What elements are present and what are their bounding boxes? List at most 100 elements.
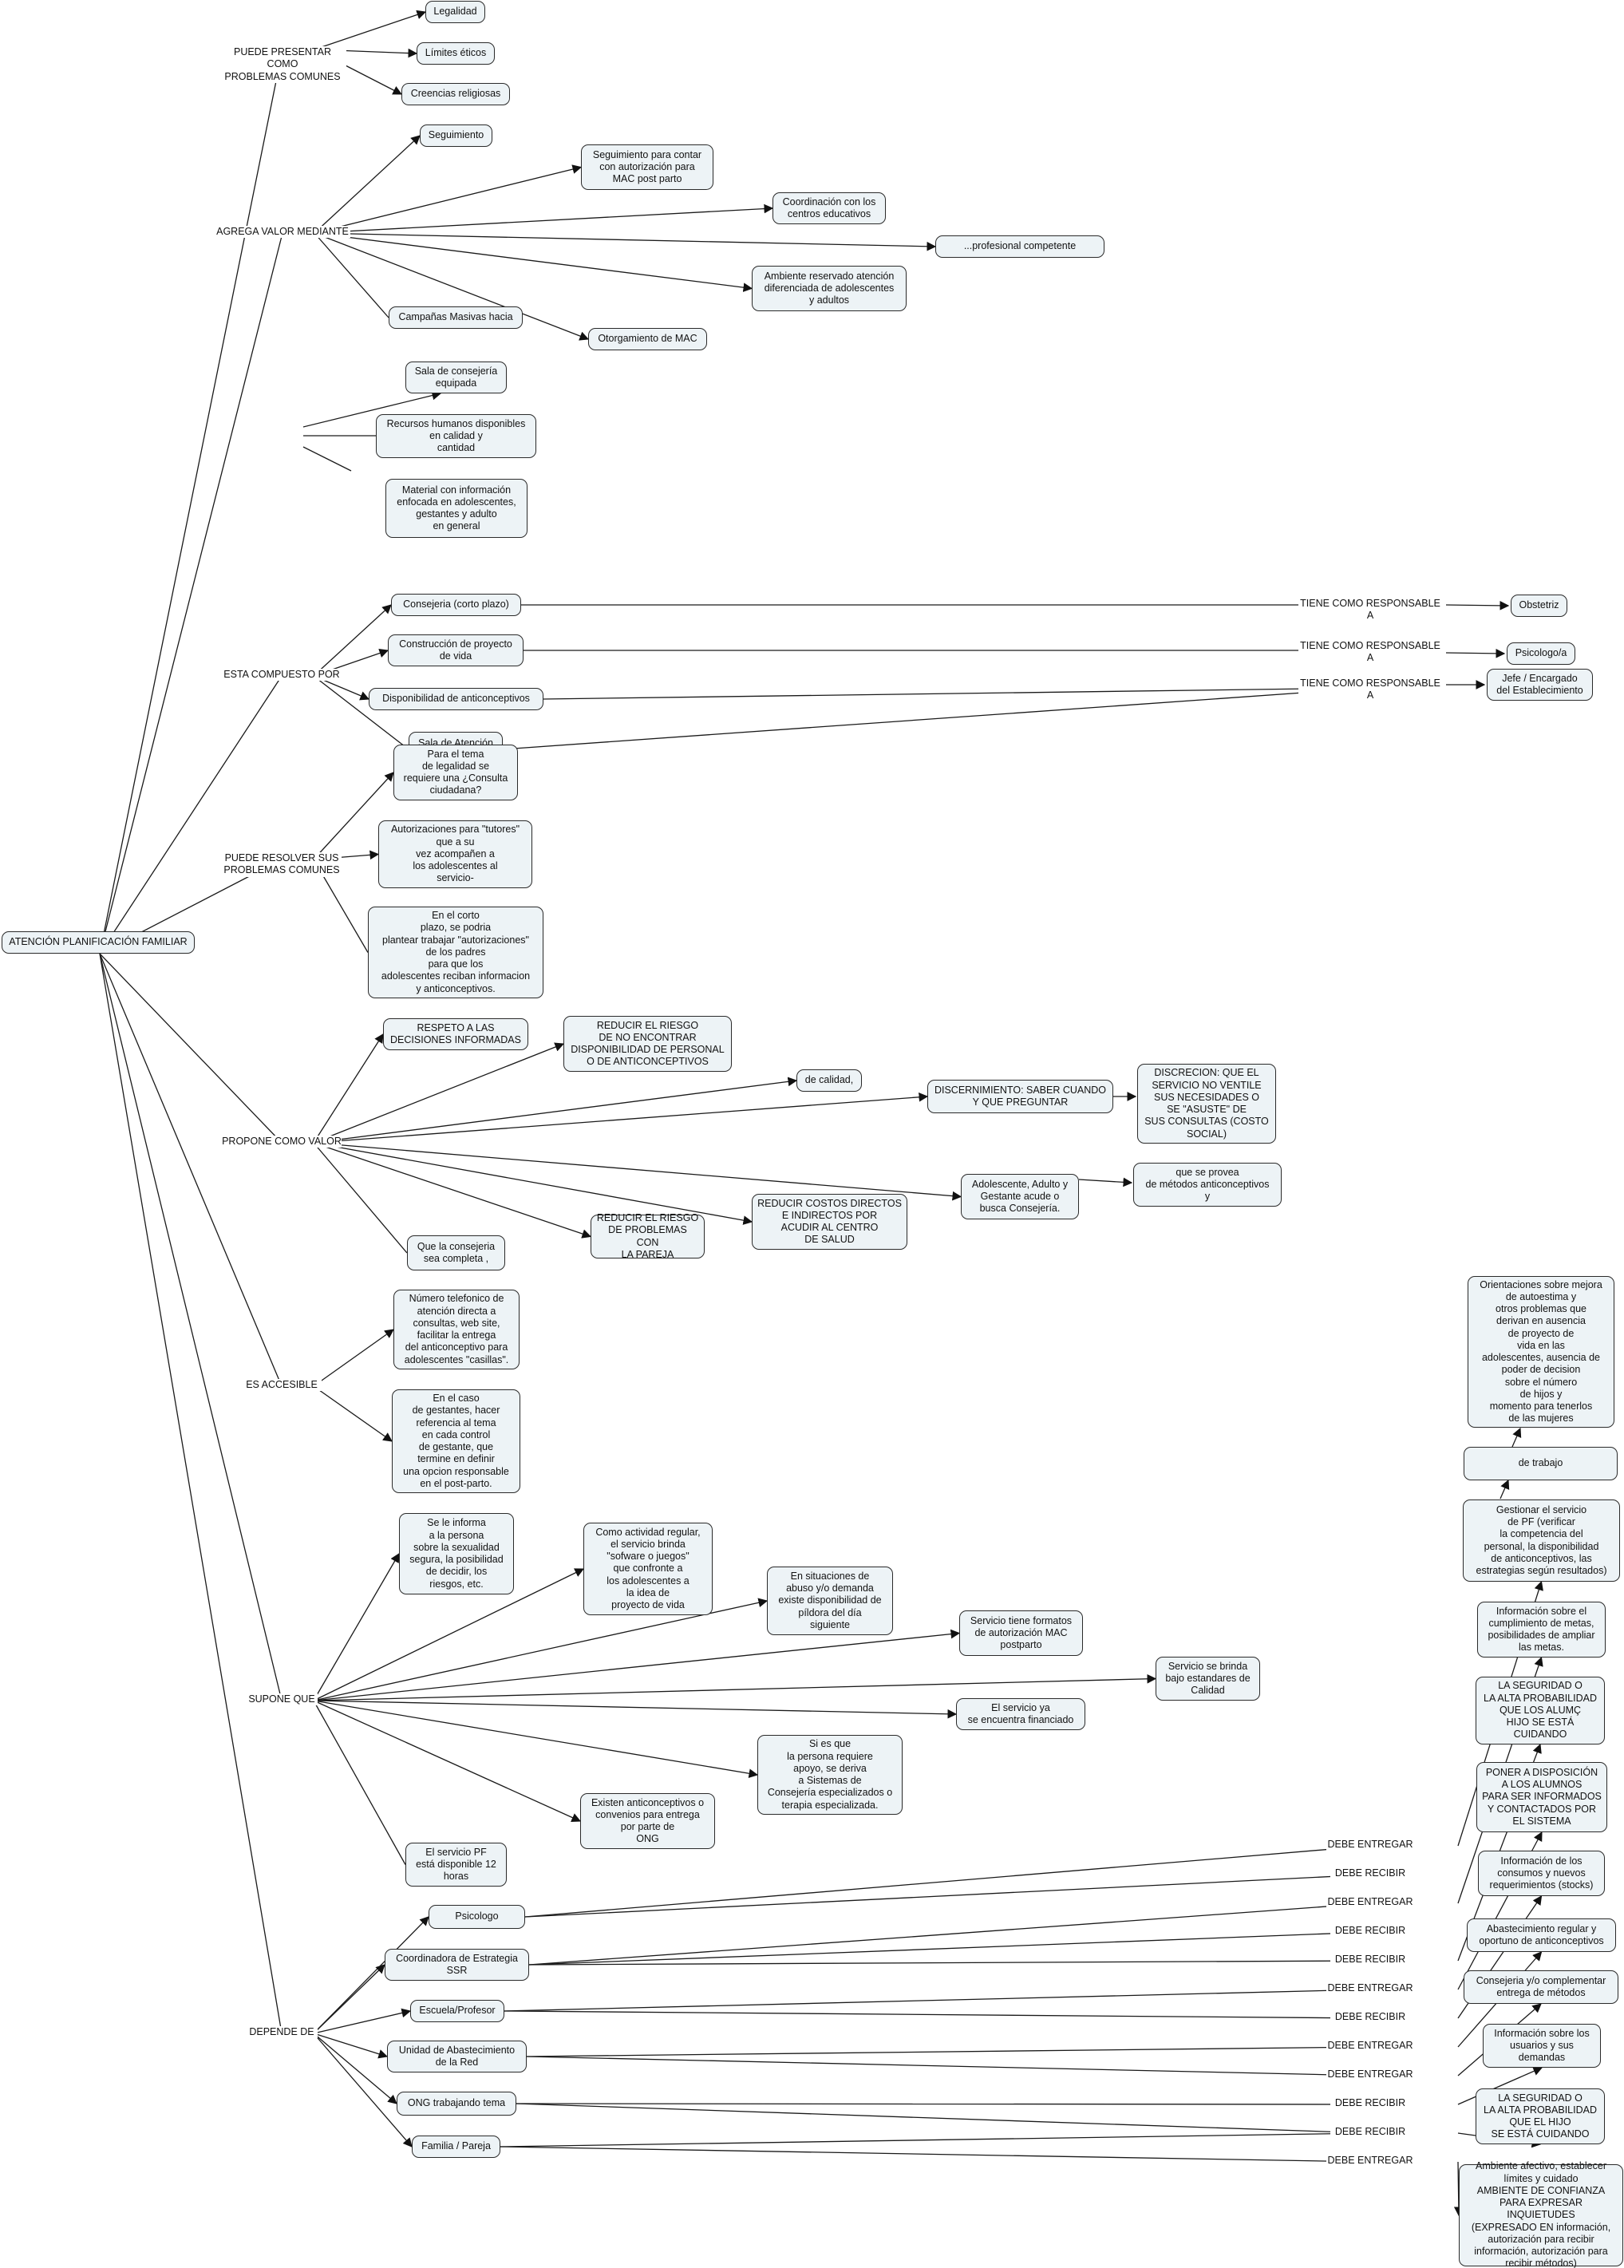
concept-adolescente-acude[interactable]: Adolescente, Adulto y Gestante acude o b… <box>961 1174 1079 1219</box>
concept-coordinadora[interactable]: Coordinadora de Estrategia SSR <box>385 1949 529 1981</box>
link-propone-valor: PROPONE COMO VALOR <box>222 1136 342 1148</box>
concept-profesional[interactable]: ...profesional competente <box>935 235 1104 258</box>
link-to-consejeria <box>313 604 392 677</box>
concept-numero-tel[interactable]: Número telefonico de atención directa a … <box>393 1290 520 1369</box>
link-to-familia <box>313 2033 413 2147</box>
concept-limites[interactable]: Límites éticos <box>417 42 495 65</box>
root-connector <box>99 49 283 954</box>
concept-seg-mac[interactable]: Seguimiento para contar con autorización… <box>581 144 713 190</box>
concept-abastecimiento[interactable]: Abastecimiento regular y oportuno de ant… <box>1467 1918 1616 1952</box>
concept-material[interactable]: Material con información enfocada en ado… <box>385 479 528 538</box>
root-connector <box>99 953 283 2034</box>
concept-consejeria-completa[interactable]: Que la consejeria sea completa , <box>407 1235 505 1270</box>
concept-seguimiento[interactable]: Seguimiento <box>420 124 492 147</box>
root-connector <box>99 675 283 954</box>
link-to-reducir_pareja <box>313 1142 592 1239</box>
to-afectivo <box>1453 2161 1464 2217</box>
concept-reducir-riesgo[interactable]: REDUCIR EL RIESGO DE NO ENCONTRAR DISPON… <box>563 1016 732 1072</box>
to-de-trabajo <box>1500 1479 1510 1499</box>
concept-unidad[interactable]: Unidad de Abastecimiento de la Red <box>387 2041 527 2072</box>
concept-sala-cons[interactable]: Sala de consejería equipada <box>405 362 507 393</box>
concept-gestantes[interactable]: En el caso de gestantes, hacer referenci… <box>392 1389 520 1493</box>
concept-legalidad[interactable]: Legalidad <box>425 1 485 23</box>
concept-text: Legalidad <box>433 6 477 18</box>
concept-psicologa[interactable]: Psicologo/a <box>1507 642 1575 665</box>
concept-text: Información sobre los usuarios y sus dem… <box>1494 2027 1590 2064</box>
concept-orientaciones[interactable]: Orientaciones sobre mejora de autoestima… <box>1468 1276 1614 1428</box>
concept-gestionar[interactable]: Gestionar el servicio de PF (verificar l… <box>1463 1499 1620 1582</box>
concept-campanas[interactable]: Campañas Masivas hacia <box>389 306 523 329</box>
concept-construccion[interactable]: Construcción de proyecto de vida <box>388 634 524 666</box>
concept-consejeria[interactable]: Consejeria (corto plazo) <box>391 594 521 616</box>
concept-info-usuarios[interactable]: Información sobre los usuarios y sus dem… <box>1483 2024 1601 2068</box>
link-to-formatos <box>313 1629 961 1701</box>
concept-provea[interactable]: que se provea de métodos anticonceptivos… <box>1133 1163 1282 1207</box>
concept-reducir-costos[interactable]: REDUCIR COSTOS DIRECTOS E INDIRECTOS POR… <box>752 1194 907 1250</box>
concept-formatos[interactable]: Servicio tiene formatos de autorización … <box>959 1610 1083 1656</box>
concept-abuso[interactable]: En situaciones de abuso y/o demanda exis… <box>767 1567 893 1635</box>
link-debe-entregar: DEBE ENTREGAR <box>1326 1896 1414 1909</box>
concept-text: de calidad, <box>804 1074 854 1086</box>
concept-discernimiento[interactable]: DISCERNIMIENTO: SABER CUANDO Y QUE PREGU… <box>927 1080 1113 1113</box>
concept-otorgamiento[interactable]: Otorgamiento de MAC <box>588 328 707 350</box>
concept-disponible12[interactable]: El servicio PF está disponible 12 horas <box>405 1843 507 1887</box>
concept-ambiente[interactable]: Ambiente reservado atención diferenciada… <box>752 266 907 311</box>
link-to-convenios <box>313 1700 582 1822</box>
concept-text: Otorgamiento de MAC <box>598 333 697 345</box>
link-to-coordinacion <box>314 203 774 234</box>
concept-de-trabajo[interactable]: de trabajo <box>1464 1447 1618 1480</box>
link-to-discernimiento <box>313 1092 929 1144</box>
concept-text: Abastecimiento regular y oportuno de ant… <box>1479 1922 1604 1946</box>
concept-text: Gestionar el servicio de PF (verificar l… <box>1476 1503 1607 1576</box>
concept-text: Número telefonico de atención directa a … <box>404 1293 509 1365</box>
link-to-abuso <box>313 1598 769 1701</box>
concept-text: Autorizaciones para "tutores" que a su v… <box>390 824 520 884</box>
concept-afectivo[interactable]: Ambiente afectivo, establecer límites y … <box>1459 2160 1623 2268</box>
concept-convenios[interactable]: Existen anticonceptivos o convenios para… <box>580 1793 715 1849</box>
concept-legal-tema[interactable]: Para el tema de legalidad se requiere un… <box>393 745 518 800</box>
concept-seguridad-alumno[interactable]: LA SEGURIDAD O LA ALTA PROBABILIDAD QUE … <box>1476 1677 1605 1744</box>
concept-root[interactable]: ATENCIÓN PLANIFICACIÓN FAMILIAR <box>2 931 195 954</box>
link-debe-recibir: DEBE RECIBIR <box>1330 2011 1410 2024</box>
concept-actividad[interactable]: Como actividad regular, el servicio brin… <box>583 1523 713 1615</box>
concept-text: Obstetriz <box>1519 599 1559 611</box>
concept-corto-plazo[interactable]: En el corto plazo, se podria plantear tr… <box>368 907 543 998</box>
disponibilidad-to-responsable <box>543 687 1371 700</box>
link-debe-recibir: DEBE RECIBIR <box>1330 1867 1410 1880</box>
concept-psicologo[interactable]: Psicologo <box>429 1905 525 1929</box>
concept-text: Campañas Masivas hacia <box>398 311 513 323</box>
concept-poner-disposicion[interactable]: PONER A DISPOSICIÓN A LOS ALUMNOS PARA S… <box>1476 1762 1607 1832</box>
concept-disponibilidad[interactable]: Disponibilidad de anticonceptivos <box>369 688 543 710</box>
concept-complementar[interactable]: Consejeria y/o complementar entrega de m… <box>1464 1970 1618 2004</box>
concept-autorizaciones[interactable]: Autorizaciones para "tutores" que a su v… <box>378 820 532 888</box>
concept-consumos[interactable]: Información de los consumos y nuevos req… <box>1478 1851 1605 1896</box>
concept-creencias[interactable]: Creencias religiosas <box>401 83 510 105</box>
concept-respeto[interactable]: RESPETO A LAS DECISIONES INFORMADAS <box>383 1018 528 1050</box>
concept-discrecion[interactable]: DISCRECION: QUE EL SERVICIO NO VENTILE S… <box>1137 1064 1276 1144</box>
link-responsable-psicologo: TIENE COMO RESPONSABLE A <box>1298 640 1442 665</box>
concept-obstetriz[interactable]: Obstetriz <box>1511 595 1567 617</box>
depende-wire <box>528 1931 1371 1966</box>
concept-text: Ambiente afectivo, establecer límites y … <box>1471 2160 1611 2268</box>
link-to-reducir_riesgo <box>313 1042 565 1144</box>
concept-financiado[interactable]: El servicio ya se encuentra financiado <box>956 1698 1085 1730</box>
concept-jefe[interactable]: Jefe / Encargado del Establecimiento <box>1487 669 1593 701</box>
concept-estandares[interactable]: Servicio se brinda bajo estandares de Ca… <box>1156 1657 1260 1701</box>
concept-ong[interactable]: ONG trabajando tema <box>397 2092 516 2116</box>
concept-recursos[interactable]: Recursos humanos disponibles en calidad … <box>376 414 536 458</box>
concept-coordinacion[interactable]: Coordinación con los centros educativos <box>772 192 886 224</box>
concept-text: Psicologo/a <box>1515 647 1567 659</box>
concept-text: que se provea de métodos anticonceptivos… <box>1145 1166 1270 1203</box>
concept-informa[interactable]: Se le informa a la persona sobre la sexu… <box>399 1513 514 1594</box>
concept-text: Adolescente, Adulto y Gestante acude o b… <box>971 1178 1069 1215</box>
concept-reducir-pareja[interactable]: REDUCIR EL RIESGO DE PROBLEMAS CON LA PA… <box>591 1212 705 1260</box>
concept-familia[interactable]: Familia / Pareja <box>412 2136 500 2158</box>
concept-seguridad-hijo[interactable]: LA SEGURIDAD O LA ALTA PROBABILIDAD QUE … <box>1476 2088 1605 2144</box>
concept-escuela[interactable]: Escuela/Profesor <box>410 2000 504 2022</box>
depende-wire <box>526 2056 1371 2076</box>
concept-terapia[interactable]: Si es que la persona requiere apoyo, se … <box>757 1735 903 1815</box>
link-debe-recibir: DEBE RECIBIR <box>1330 2097 1410 2110</box>
concept-de-calidad[interactable]: de calidad, <box>796 1069 862 1092</box>
link-to-unidad <box>313 2033 389 2059</box>
concept-info-metas[interactable]: Información sobre el cumplimiento de met… <box>1477 1602 1606 1658</box>
